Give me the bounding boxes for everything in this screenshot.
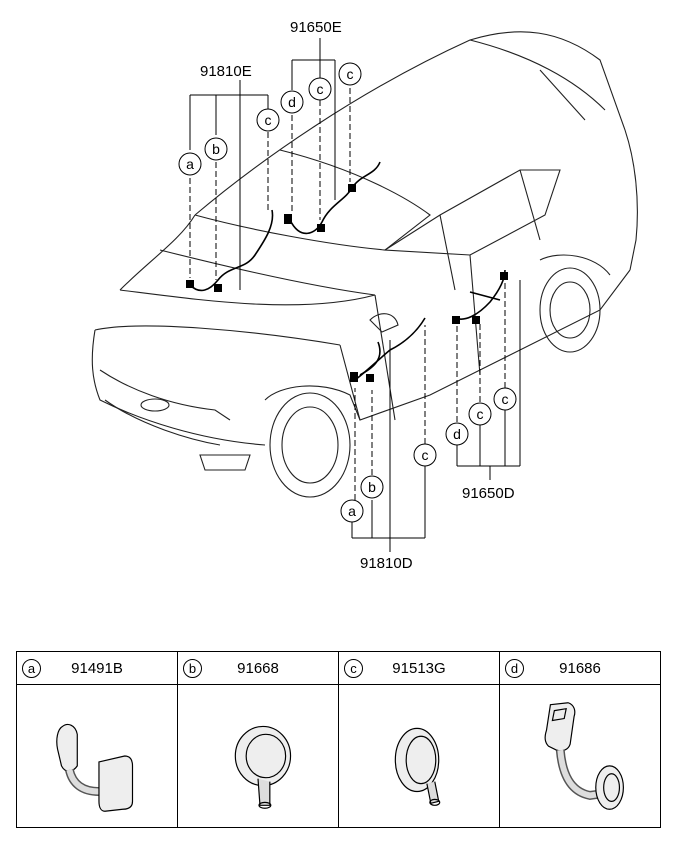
- callout-a: a: [348, 503, 356, 519]
- callout-c: c: [317, 81, 324, 97]
- part-label-91810E: 91810E: [200, 63, 252, 80]
- callout-c: c: [422, 447, 429, 463]
- part-label-91650D: 91650D: [462, 485, 515, 502]
- legend-letter: a: [22, 658, 41, 678]
- legend-cell-a: a 91491B: [17, 652, 178, 827]
- grommet-c-illustration: [339, 685, 499, 827]
- callout-d: d: [453, 426, 461, 442]
- harness-connectors: [186, 184, 508, 382]
- callout-b: b: [212, 141, 220, 157]
- callout-c: c: [347, 66, 354, 82]
- grommet-a-illustration: [17, 685, 177, 827]
- grommet-d-illustration: [500, 685, 660, 827]
- legend-letter: c: [344, 658, 363, 678]
- callout-c: c: [502, 391, 509, 407]
- callout-letters: a b c d c c a b c d c c: [186, 66, 508, 519]
- legend-cell-c: c 91513G: [339, 652, 500, 827]
- callout-c: c: [265, 112, 272, 128]
- grommet-b-illustration: [178, 685, 338, 827]
- legend-letter: b: [183, 658, 202, 678]
- legend-header: a 91491B: [17, 652, 177, 685]
- legend-part-number: 91491B: [71, 659, 123, 677]
- callout-a: a: [186, 156, 194, 172]
- legend-part-number: 91513G: [392, 659, 446, 677]
- wiring-diagram: a b c d c c a b c d c c 91810E 91650E 91…: [91, 19, 638, 572]
- legend-header: c 91513G: [339, 652, 499, 685]
- parts-legend-table: a 91491B b 91668 c: [16, 651, 661, 828]
- legend-cell-d: d 91686: [500, 652, 660, 827]
- callout-circles: [178, 62, 517, 523]
- legend-part-number: 91686: [559, 659, 601, 677]
- legend-cell-b: b 91668: [178, 652, 339, 827]
- part-label-91810D: 91810D: [360, 555, 413, 572]
- legend-part-number: 91668: [237, 659, 279, 677]
- part-label-91650E: 91650E: [290, 19, 342, 36]
- callout-b: b: [368, 479, 376, 495]
- harness-wires: [189, 161, 506, 381]
- legend-letter: d: [505, 658, 524, 678]
- vehicle-outline: [91, 31, 638, 498]
- leader-lines: [189, 38, 521, 552]
- legend-header: b 91668: [178, 652, 338, 685]
- callout-d: d: [288, 94, 296, 110]
- callout-c: c: [477, 406, 484, 422]
- legend-header: d 91686: [500, 652, 660, 685]
